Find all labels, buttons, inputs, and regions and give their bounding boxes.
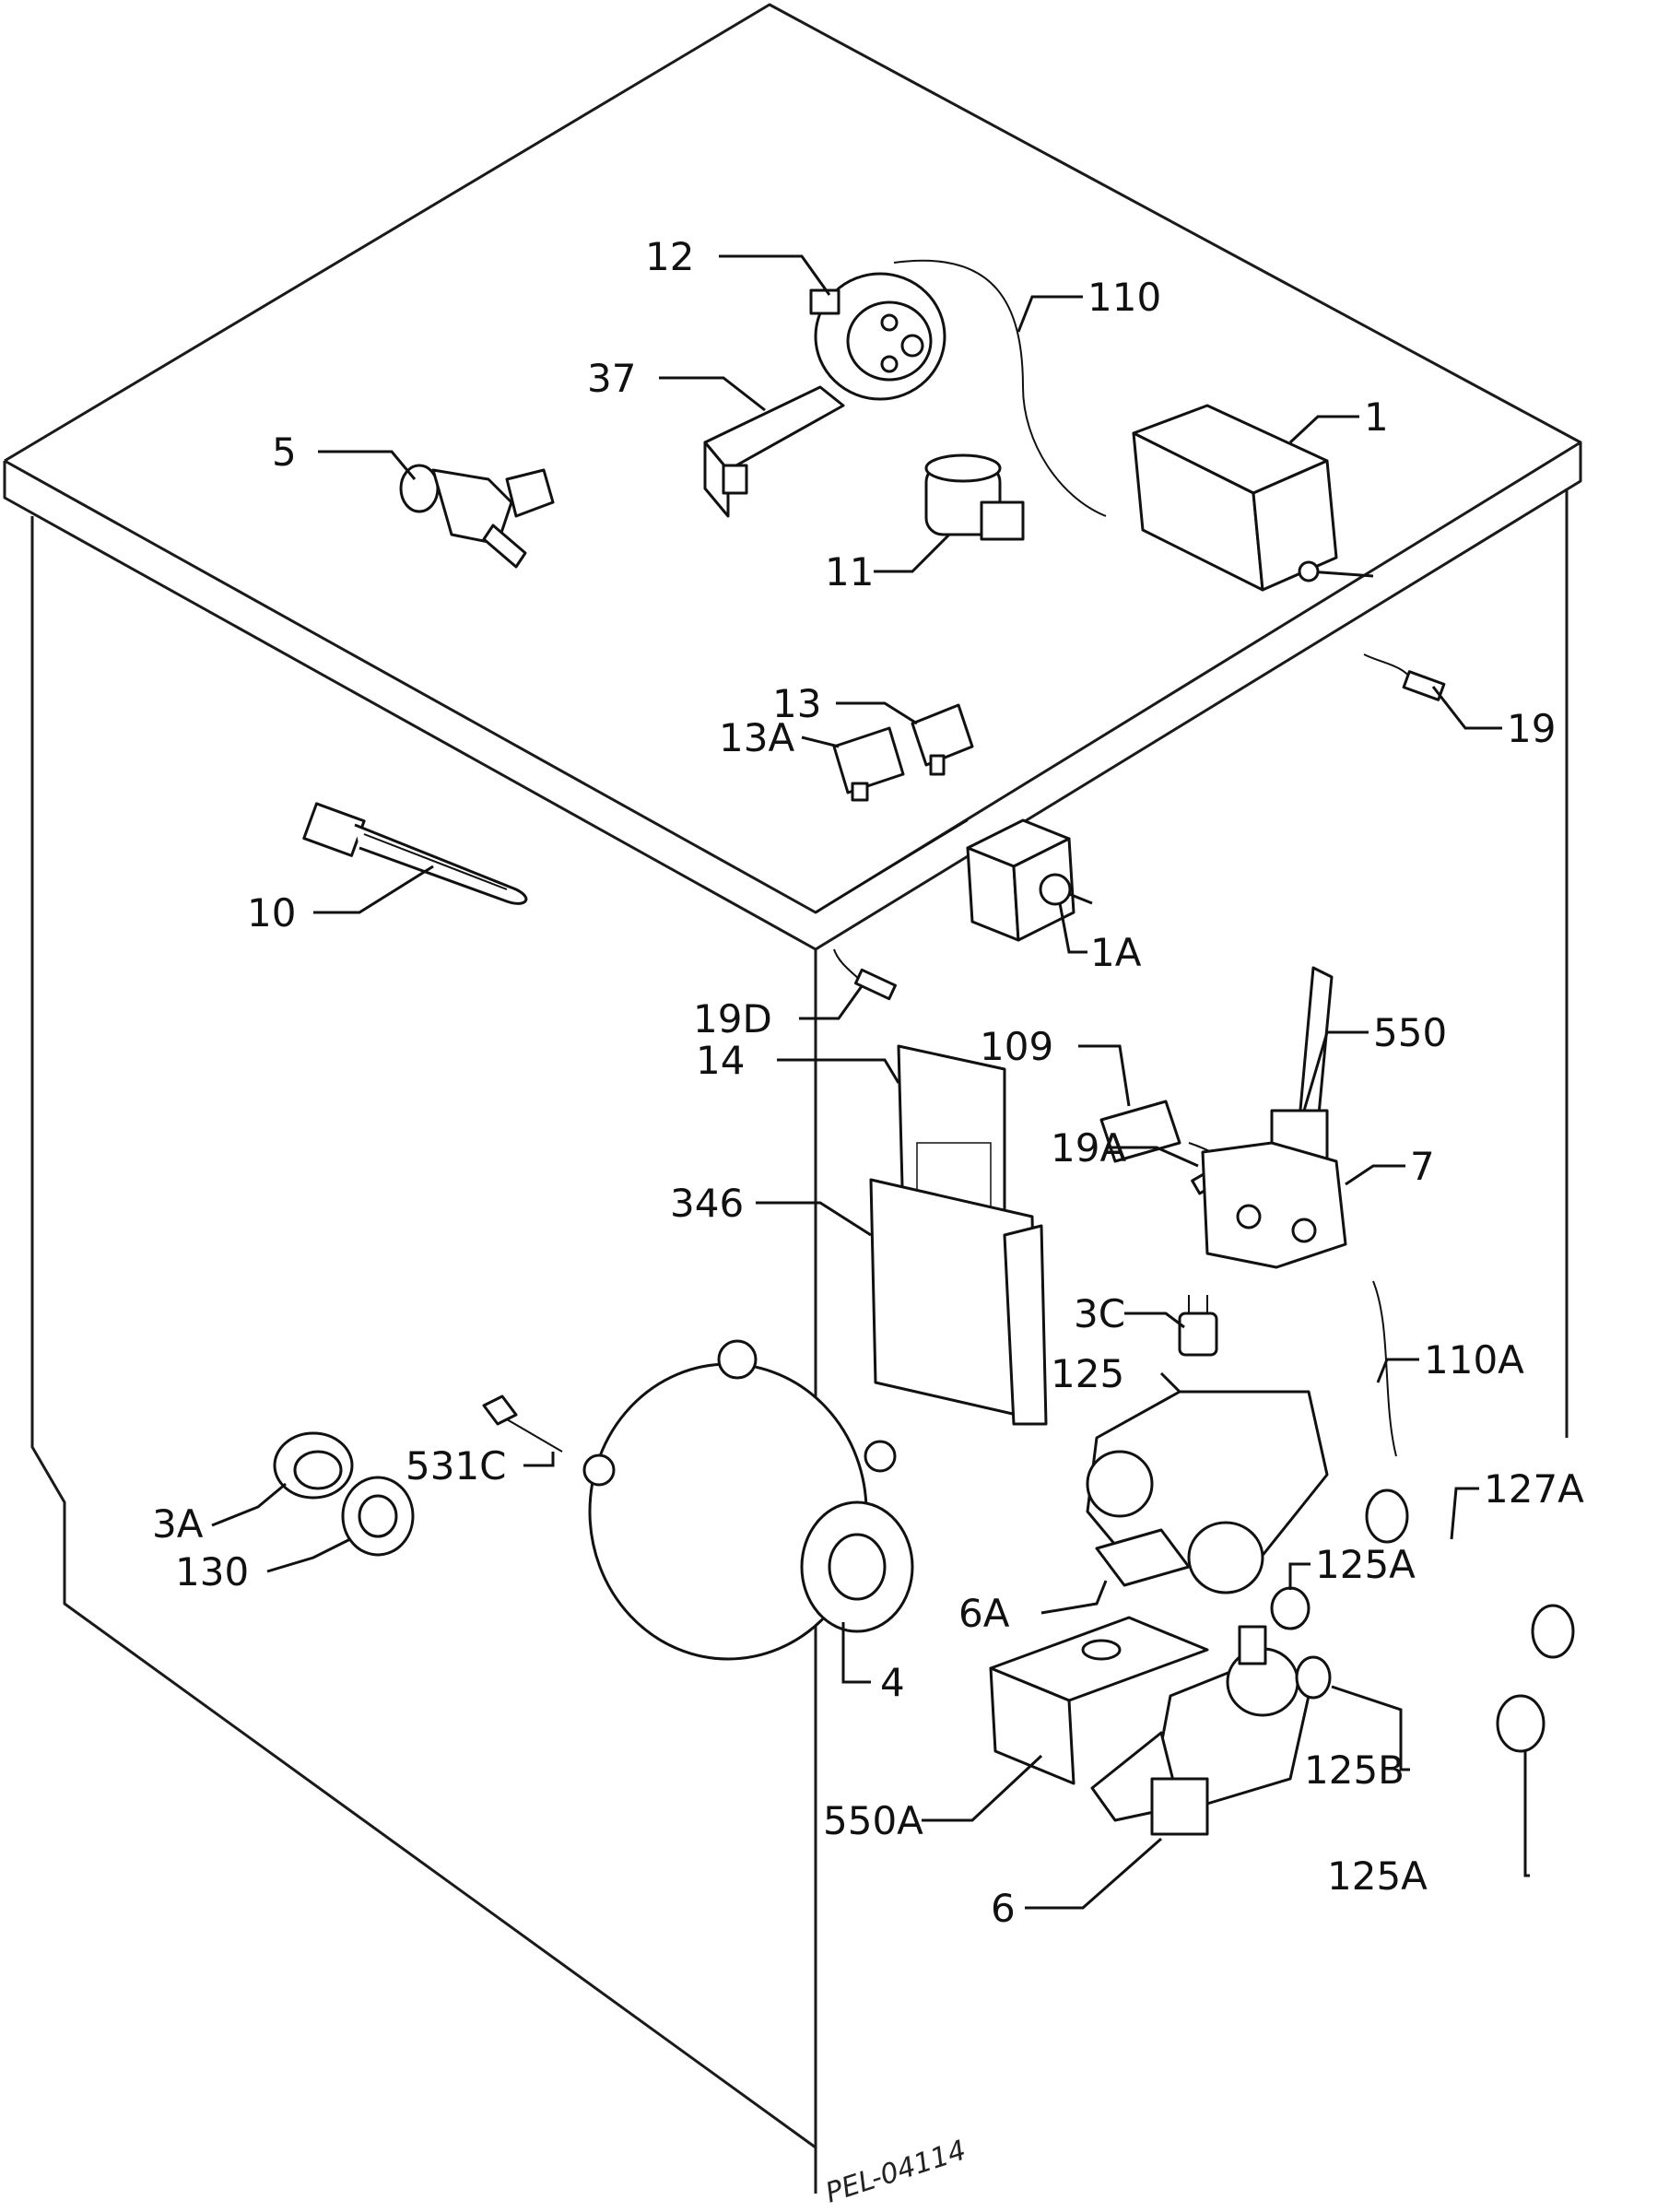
callout-13: 13 — [772, 681, 821, 726]
pressure-switch-12 — [809, 272, 946, 401]
screw-531C — [482, 1394, 563, 1453]
callout-125A-upper: 125A — [1315, 1542, 1416, 1587]
callout-19A: 19A — [1051, 1125, 1126, 1171]
programme-timer-1 — [1132, 404, 1374, 592]
callout-125: 125 — [1051, 1351, 1124, 1396]
callout-6A: 6A — [958, 1591, 1010, 1636]
callout-3C: 3C — [1074, 1291, 1125, 1336]
callout-13A: 13A — [719, 715, 794, 760]
thermostat-3A — [273, 1431, 354, 1500]
callout-37: 37 — [587, 356, 636, 401]
callout-5: 5 — [272, 429, 297, 475]
lever-550 — [1270, 966, 1334, 1163]
callout-14: 14 — [696, 1038, 745, 1083]
motor-4 — [582, 1339, 914, 1661]
callout-6: 6 — [991, 1886, 1016, 1931]
callout-550A: 550A — [823, 1798, 923, 1843]
door-interlock-7 — [1201, 1141, 1347, 1269]
callout-130: 130 — [175, 1549, 249, 1594]
callout-550: 550 — [1373, 1010, 1447, 1055]
callout-11: 11 — [825, 549, 874, 594]
callout-110A: 110A — [1424, 1337, 1524, 1382]
hose-110 — [893, 259, 1107, 517]
gasket-130 — [341, 1476, 415, 1557]
cabinet-outline — [3, 3, 1582, 2194]
callout-346: 346 — [670, 1181, 744, 1226]
callout-19: 19 — [1507, 706, 1556, 751]
callout-10: 10 — [247, 890, 296, 935]
callout-1: 1 — [1364, 394, 1389, 440]
callout-3A: 3A — [152, 1501, 204, 1547]
capacitor-11 — [924, 453, 1025, 541]
sensor-19 — [1363, 653, 1446, 701]
callout-labels: 12 110 37 5 1 11 19 13 13A 10 1A 19D 550… — [152, 234, 1584, 1931]
level-sensor-3C — [1178, 1295, 1218, 1357]
gasket-125A-upper — [1270, 1586, 1311, 1630]
callout-127A: 127A — [1484, 1466, 1584, 1512]
callout-109: 109 — [980, 1024, 1053, 1069]
dispenser-housing-346 — [869, 1178, 1048, 1426]
drain-pump-6 — [1090, 1625, 1311, 1836]
callout-1A: 1A — [1090, 930, 1142, 975]
gasket-125A-lower — [1496, 1694, 1546, 1753]
callout-531C: 531C — [405, 1443, 507, 1488]
callout-12: 12 — [645, 234, 694, 279]
hose-110A — [1372, 1280, 1397, 1457]
terminal-block-37 — [703, 385, 845, 518]
connector-13 — [911, 703, 974, 776]
hose-127A — [1365, 1488, 1575, 1659]
leader-lines — [211, 254, 1530, 1910]
callout-110: 110 — [1087, 275, 1161, 320]
sensor-19D — [833, 948, 898, 1001]
bracket-550A — [989, 1616, 1209, 1785]
inlet-valve-5 — [399, 464, 555, 569]
callout-125B: 125B — [1304, 1747, 1405, 1793]
callout-7: 7 — [1410, 1144, 1435, 1189]
pump-filter-6A — [1086, 1390, 1329, 1594]
heating-element-10 — [302, 802, 528, 905]
connector-13A — [832, 726, 905, 802]
callout-4: 4 — [880, 1660, 905, 1705]
drawing-reference: PEL-04114 — [822, 2135, 970, 2210]
callout-19D: 19D — [693, 996, 772, 1041]
gasket-125B — [1295, 1655, 1332, 1700]
callout-125A-lower: 125A — [1327, 1853, 1428, 1899]
selector-switch-1A — [966, 818, 1093, 942]
